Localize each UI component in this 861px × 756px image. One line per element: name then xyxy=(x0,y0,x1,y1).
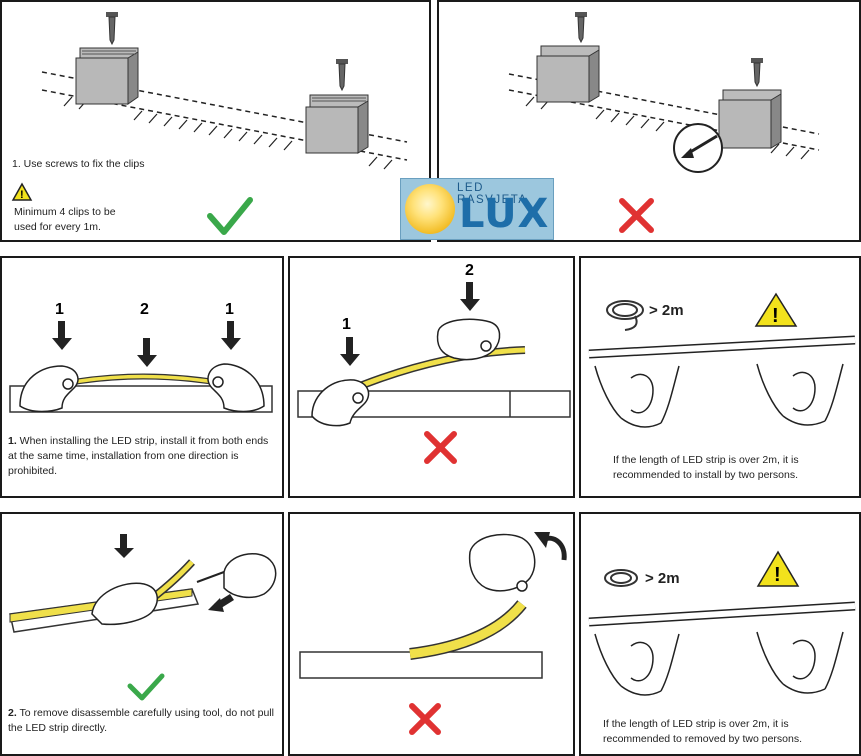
hand-right-icon xyxy=(207,363,265,413)
rotate-arrow-icon xyxy=(534,532,567,561)
arrow-left-icon xyxy=(208,594,234,612)
screw-right xyxy=(751,58,763,88)
panel-install-both-ends: 1 2 1 1. When installing the LED strip, … xyxy=(0,256,284,498)
label-1-right: 1 xyxy=(225,301,234,318)
label-1-left: 1 xyxy=(55,301,64,318)
two-persons-remove-illustration: ! xyxy=(588,550,856,696)
hand-icon xyxy=(468,533,536,592)
misaligned-arrow-icon xyxy=(673,123,723,173)
hand-left-icon xyxy=(19,365,79,413)
screw-right xyxy=(336,59,348,92)
person-left-icon xyxy=(594,365,680,428)
coil-icon xyxy=(604,569,638,587)
check-icon xyxy=(127,673,165,701)
clip-right xyxy=(718,89,782,149)
person-left-icon xyxy=(594,633,680,696)
panel-pull-strip-wrong xyxy=(288,512,575,756)
install-both-ends-illustration: 1 2 1 xyxy=(9,301,273,413)
logo-big-text: LUX xyxy=(459,191,550,237)
svg-text:!: ! xyxy=(20,189,24,201)
panel-screw-clips-correct: ! 1. Use screws to fix the clips Minimum… xyxy=(0,0,431,242)
step-text: 1. Use screws to fix the clips xyxy=(12,158,145,170)
hand-icon xyxy=(91,582,158,626)
instruction-text: 2. To remove disassemble carefully using… xyxy=(8,707,274,734)
clip-left xyxy=(536,45,600,103)
instruction-text: If the length of LED strip is over 2m, i… xyxy=(613,454,799,481)
arrow-down-icon xyxy=(114,534,134,558)
warning-text-line1: Minimum 4 clips to be xyxy=(14,206,116,218)
two-persons-install-illustration: ! xyxy=(588,292,856,428)
check-icon xyxy=(207,197,253,235)
label-1: 1 xyxy=(342,316,351,333)
panel-install-one-direction-wrong: 1 2 xyxy=(288,256,575,498)
person-right-icon xyxy=(756,363,844,426)
warning-text-line2: used for every 1m. xyxy=(14,221,101,233)
led-strip xyxy=(409,601,526,659)
hand-left-icon xyxy=(311,379,370,427)
arrow-icons xyxy=(340,282,480,366)
led-strip xyxy=(588,603,856,625)
svg-text:!: ! xyxy=(774,564,781,586)
warning-icon: ! xyxy=(756,550,800,587)
screw-left xyxy=(575,12,587,44)
svg-text:!: ! xyxy=(772,305,779,327)
led-strip xyxy=(349,347,526,393)
arrow-icons xyxy=(52,321,241,367)
instruction-text: If the length of LED strip is over 2m, i… xyxy=(603,718,803,745)
instruction-text: 1. When installing the LED strip, instal… xyxy=(8,435,269,477)
pull-strip-illustration xyxy=(299,532,567,735)
panel-two-persons-install: ! > 2m If the length of LED strip is ove… xyxy=(579,256,861,498)
install-one-direction-illustration: 1 2 xyxy=(297,262,571,464)
length-label: > 2m xyxy=(649,302,684,319)
clip-left xyxy=(75,47,139,105)
label-2: 2 xyxy=(140,301,149,318)
remove-with-tool-illustration xyxy=(9,534,277,701)
hand-right-icon xyxy=(436,318,501,361)
brand-logo: LED RASVJETA LUX xyxy=(400,178,554,240)
label-2: 2 xyxy=(465,262,474,279)
clips-wrong-illustration xyxy=(508,12,820,233)
panel-remove-with-tool: 2. To remove disassemble carefully using… xyxy=(0,512,284,756)
warning-icon: ! xyxy=(754,292,798,327)
cross-icon xyxy=(424,431,457,464)
clip-right xyxy=(305,94,369,154)
tool-hand-icon xyxy=(196,553,277,599)
logo-small-text: LED RASVJETA xyxy=(457,182,528,206)
cross-icon xyxy=(409,703,441,735)
warning-icon: ! xyxy=(11,182,33,201)
clips-illustration: ! xyxy=(11,12,408,235)
coil-icon xyxy=(606,300,644,331)
screw-left xyxy=(106,12,118,46)
sun-icon xyxy=(405,184,455,234)
person-right-icon xyxy=(756,631,844,694)
panel-screw-clips-wrong xyxy=(437,0,861,242)
cross-icon xyxy=(619,198,654,233)
led-strip xyxy=(588,337,856,357)
length-label: > 2m xyxy=(645,570,680,587)
panel-two-persons-remove: ! > 2m If the length of LED strip is ove… xyxy=(579,512,861,756)
